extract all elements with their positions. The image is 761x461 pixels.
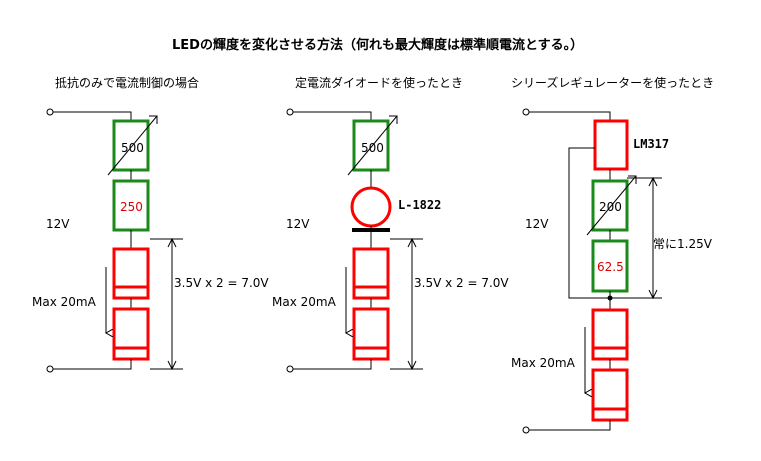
circuit3-bottom-wire <box>529 420 611 431</box>
circuit2-heading: 定電流ダイオードを使ったとき <box>295 75 463 90</box>
circuit1-variable-resistor-value: 500 <box>121 141 144 155</box>
arrowhead <box>167 360 177 371</box>
circuit1-supply-voltage: 12V <box>46 217 70 231</box>
circuit-series-regulator: シリーズレギュレーターを使ったとき LM317 200 62.5 <box>511 75 714 434</box>
circuit2-constant-current-diode <box>350 186 392 232</box>
circuit3-adj-wire <box>568 147 610 299</box>
circuit3-fixed-resistor-value: 62.5 <box>597 260 624 274</box>
circuit3-junction-dot <box>607 295 613 301</box>
arrowhead <box>407 237 417 248</box>
circuit2-variable-resistor: 500 <box>347 115 398 176</box>
page-title: LEDの輝度を変化させる方法（何れも最大輝度は標準順電流とする。） <box>172 37 583 53</box>
circuit1-top-wire <box>53 111 132 121</box>
circuit2-crd-label: L-1822 <box>398 198 441 212</box>
circuit2-led-1 <box>352 247 390 300</box>
circuit3-led-1 <box>591 308 629 361</box>
circuit1-fixed-resistor-value: 250 <box>120 200 143 214</box>
circuit3-bottom-terminal <box>522 426 530 434</box>
circuit1-top-terminal <box>46 108 54 116</box>
arrowhead <box>167 237 177 248</box>
circuit2-led-voltage: 3.5V x 2 = 7.0V <box>414 276 509 290</box>
circuit2-bottom-terminal <box>286 365 294 373</box>
circuit3-top-wire <box>529 111 611 121</box>
circuit-constant-current-diode: 定電流ダイオードを使ったとき 500 L-1822 12V <box>272 75 509 373</box>
circuit1-led-1 <box>112 247 150 300</box>
circuit1-current-label: Max 20mA <box>32 295 97 309</box>
circuit2-top-terminal <box>286 108 294 116</box>
circuit3-current-label: Max 20mA <box>511 356 576 370</box>
circuit3-variable-resistor: 200 <box>586 175 637 236</box>
circuit2-top-wire <box>293 111 372 121</box>
arrowhead <box>648 176 658 187</box>
circuit3-heading: シリーズレギュレーターを使ったとき <box>511 75 714 90</box>
circuit3-reference-voltage: 常に1.25V <box>653 237 713 251</box>
circuit-resistor-only: 抵抗のみで電流制御の場合 500 250 <box>32 75 269 373</box>
arrowhead <box>648 289 658 300</box>
circuit2-bottom-wire <box>293 359 372 370</box>
circuit2-led-2 <box>352 307 390 361</box>
circuit3-regulator-label: LM317 <box>633 137 669 151</box>
circuit1-variable-resistor: 500 <box>107 115 158 176</box>
circuit3-variable-resistor-value: 200 <box>599 200 622 214</box>
circuit3-supply-voltage: 12V <box>525 217 549 231</box>
circuit2-supply-voltage: 12V <box>286 217 310 231</box>
circuit1-bottom-wire <box>53 359 132 370</box>
circuit3-led-2 <box>591 368 629 422</box>
circuit1-fixed-resistor: 250 <box>112 179 150 232</box>
circuit3-top-terminal <box>522 108 530 116</box>
circuit1-led-voltage: 3.5V x 2 = 7.0V <box>174 276 269 290</box>
circuit2-variable-resistor-value: 500 <box>361 141 384 155</box>
circuit1-bottom-terminal <box>46 365 54 373</box>
circuit1-heading: 抵抗のみで電流制御の場合 <box>55 75 199 90</box>
circuit3-fixed-resistor: 62.5 <box>591 239 629 293</box>
circuit1-led-2 <box>112 307 150 361</box>
arrowhead <box>407 360 417 371</box>
circuit3-regulator <box>593 119 629 171</box>
circuit2-current-label: Max 20mA <box>272 295 337 309</box>
